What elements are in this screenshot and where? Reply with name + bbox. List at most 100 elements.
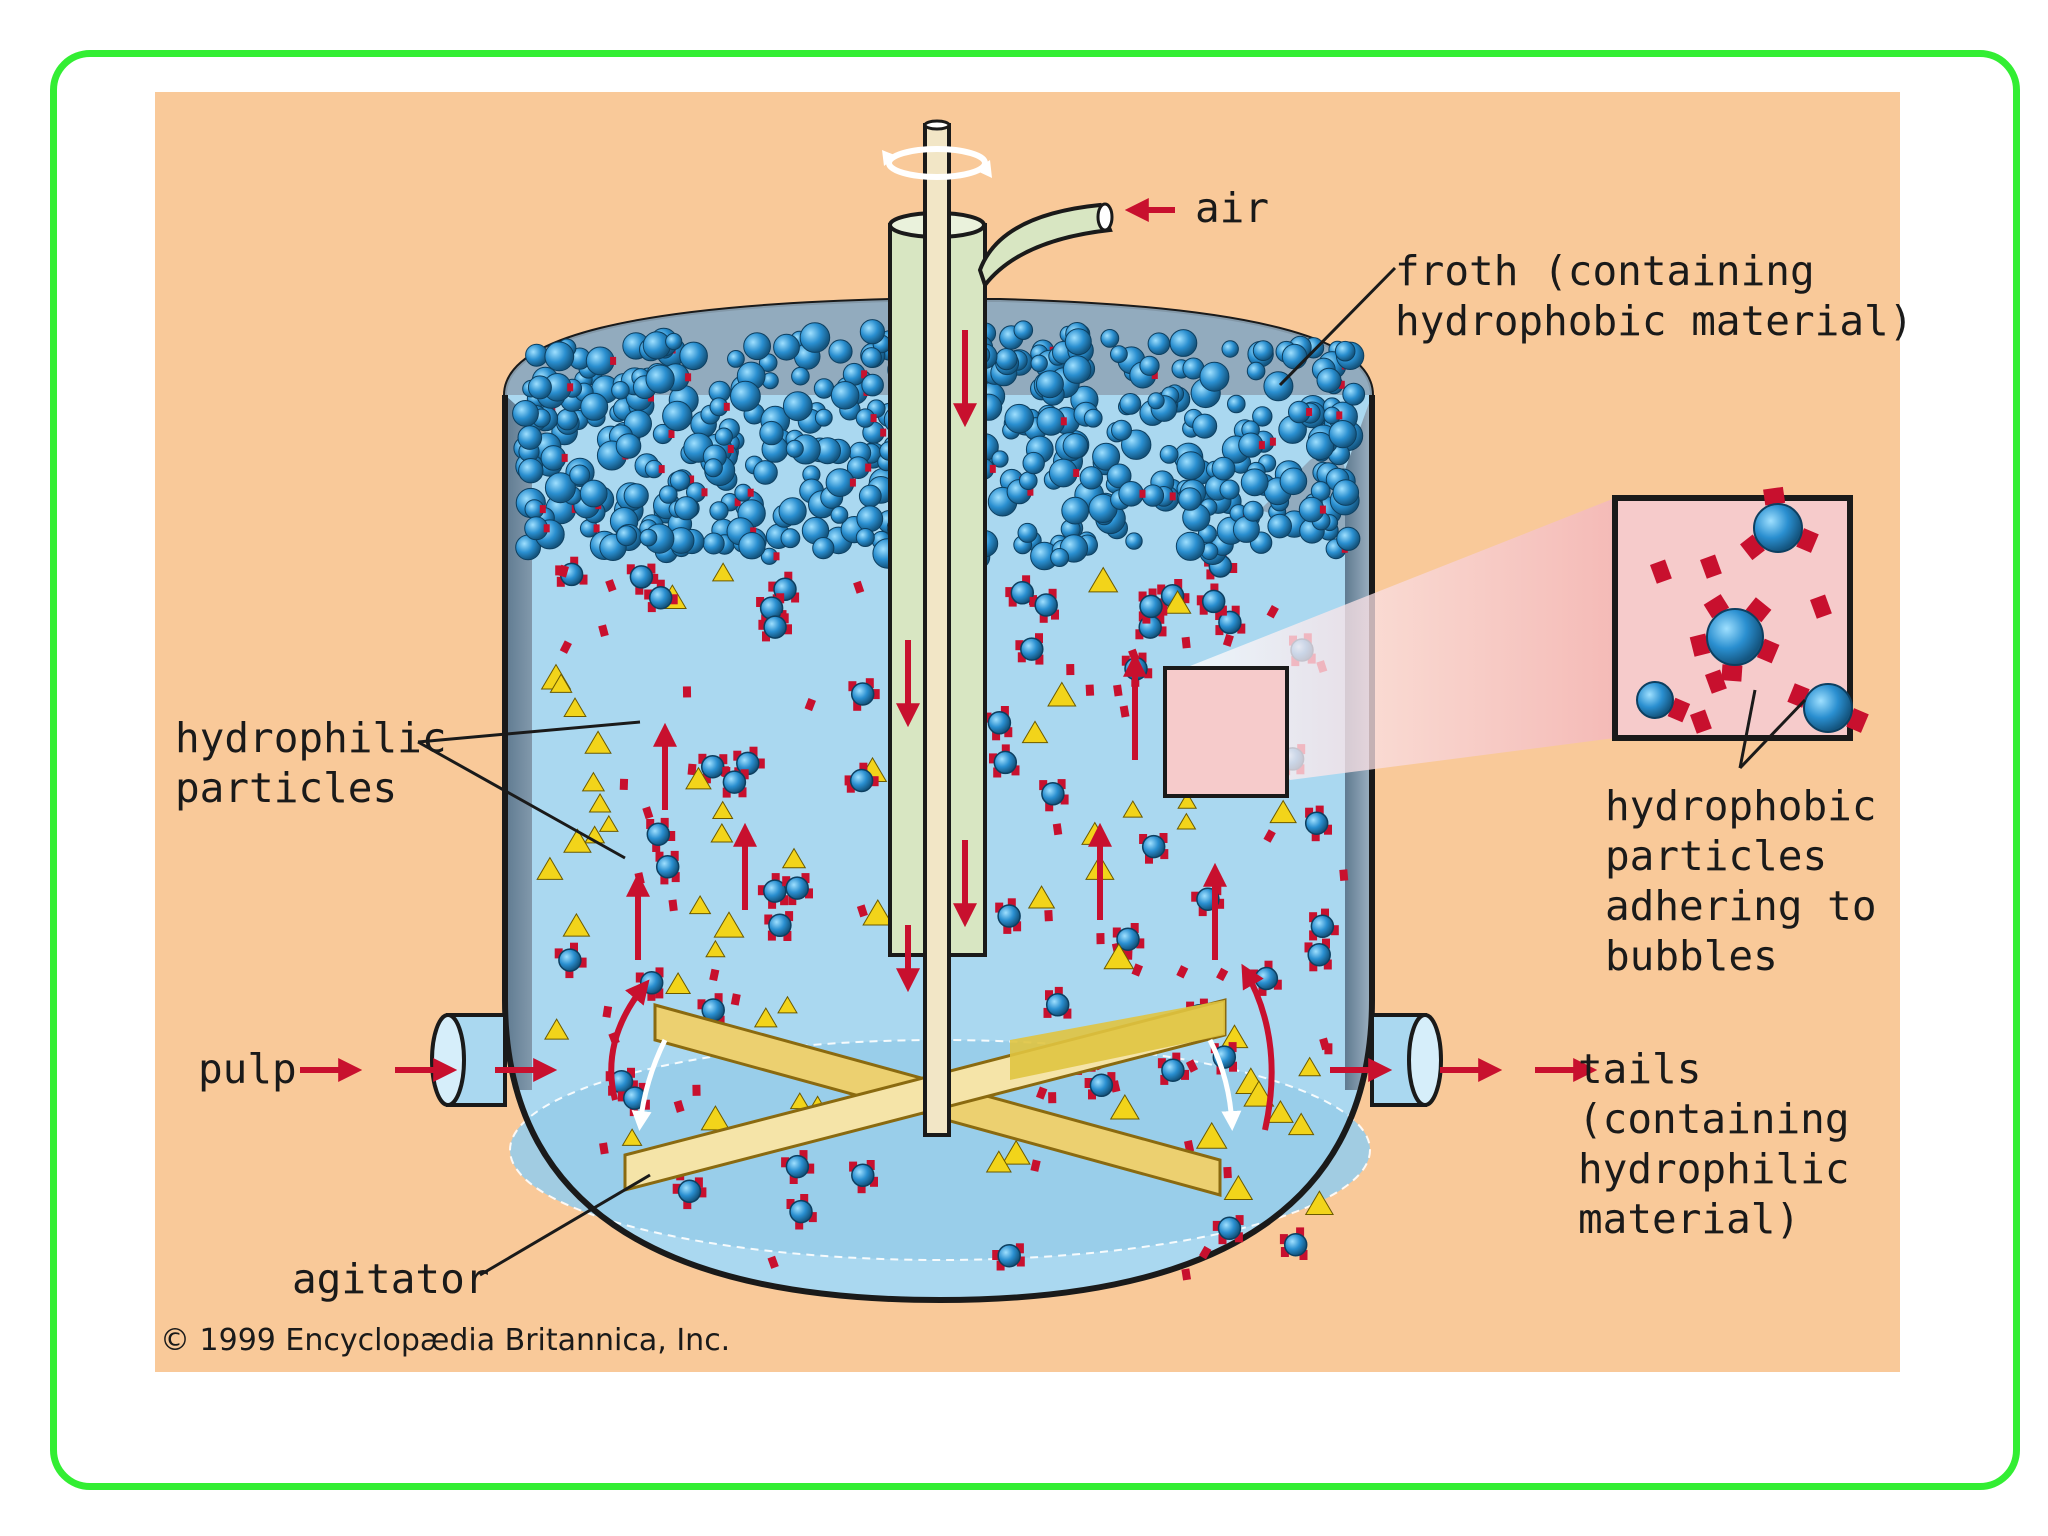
froth-particle — [1319, 505, 1326, 514]
leader-lines — [417, 266, 1807, 1277]
hydrophobic-particle — [856, 904, 868, 918]
froth-particle — [723, 402, 730, 411]
froth-bubble — [1092, 442, 1121, 471]
froth-bubble — [1199, 361, 1230, 392]
outlet-pipe — [1370, 1013, 1443, 1107]
froth-bubble — [1062, 355, 1092, 384]
froth-bubble — [785, 439, 804, 458]
label-air: air — [1195, 184, 1269, 232]
froth-bubble — [727, 350, 745, 368]
hydrophobic-particle — [1266, 605, 1279, 619]
hydrophobic-particle — [853, 580, 865, 594]
froth-particle — [1169, 492, 1176, 501]
froth-particle — [880, 428, 887, 437]
hydrophobic-particle — [1319, 1037, 1330, 1051]
hydrophobic-particle — [709, 968, 720, 982]
froth-bubble — [861, 347, 882, 368]
zoom-particle — [1700, 554, 1722, 579]
froth-bubble — [1211, 456, 1236, 481]
froth-bubble — [1316, 367, 1342, 393]
froth-particle — [1151, 371, 1158, 379]
hydrophilic-particle — [1176, 812, 1197, 830]
hydrophobic-particle — [1066, 663, 1075, 676]
froth-bubble — [512, 400, 539, 427]
froth-bubble — [1306, 431, 1335, 461]
bubble-with-particles — [992, 1243, 1025, 1271]
hydrophilic-particle — [1298, 1056, 1322, 1077]
froth-bubble — [859, 319, 886, 345]
hydrophilic-particle — [1177, 791, 1198, 809]
hydrophilic-particle — [705, 939, 726, 958]
froth-bubble — [1310, 481, 1331, 501]
hydrophobic-particle — [682, 686, 692, 698]
hydrophilic-particle — [563, 697, 587, 718]
froth-bubble — [569, 464, 591, 486]
bubble-with-particles — [1084, 1072, 1119, 1100]
froth-bubble — [830, 506, 849, 524]
hydrophilic-particle — [711, 800, 734, 819]
froth-bubble — [702, 532, 725, 555]
hydrophilic-particle — [563, 828, 592, 853]
zoom-particle — [1650, 559, 1672, 584]
bubble-with-particles — [844, 762, 879, 793]
froth-bubble — [639, 528, 658, 547]
froth-bubble — [828, 339, 853, 364]
bubble-with-particles — [1212, 1215, 1244, 1245]
froth-particle — [1338, 380, 1345, 389]
hydrophilic-particle — [1103, 943, 1135, 970]
copyright-notice: © 1999 Encyclopædia Britannica, Inc. — [160, 1323, 730, 1358]
froth-bubble — [615, 433, 642, 459]
hydrophobic-particle — [1176, 965, 1189, 979]
bubble-with-particles — [1304, 805, 1332, 842]
bubble-with-particles — [1139, 833, 1169, 864]
hydrophobic-particle — [1324, 1043, 1333, 1055]
froth-bubble — [1159, 445, 1179, 464]
zoom-particle — [1690, 709, 1712, 734]
hydrophilic-particle — [1001, 1139, 1031, 1165]
froth-bubble — [525, 343, 549, 367]
froth-bubble — [1175, 531, 1206, 561]
hydrophilic-particle — [1266, 1099, 1294, 1123]
hydrophobic-particle — [1030, 1159, 1041, 1172]
hydrophilic-particle — [1021, 720, 1049, 744]
hydrophobic-particle — [559, 640, 572, 654]
hydrophobic-particle — [1223, 1166, 1232, 1179]
hydrophobic-particle — [558, 564, 569, 578]
hydrophilic-particle — [700, 1105, 731, 1131]
froth-particle — [658, 465, 665, 474]
froth-particle — [648, 393, 654, 402]
bubble-with-particles — [626, 563, 659, 595]
froth-bubble — [743, 332, 771, 361]
froth-particle — [734, 498, 741, 507]
froth-particle — [1258, 441, 1265, 450]
label-agitator: agitator — [292, 1255, 489, 1303]
bubble-with-particles — [1304, 938, 1332, 972]
froth-particle — [989, 464, 996, 473]
froth-bubble — [1252, 340, 1274, 362]
froth-bubble — [674, 496, 699, 521]
hydrophobic-particle — [1131, 963, 1144, 977]
froth-bubble — [1176, 451, 1206, 481]
froth-particle — [1269, 437, 1276, 446]
froth-bubble — [703, 458, 723, 478]
hydrophobic-particle — [599, 1142, 609, 1155]
hydrophilic-particle — [685, 766, 712, 790]
hydrophilic-particle — [1122, 800, 1144, 818]
froth-particle — [1336, 411, 1343, 420]
froth-bubble — [1050, 548, 1070, 567]
froth-bubble — [813, 378, 835, 399]
label-hydrophilic-1: hydrophilic — [175, 714, 447, 762]
froth-bubble — [780, 528, 801, 549]
hydrophilic-particle — [598, 814, 619, 832]
hydrophobic-particle — [642, 806, 654, 820]
froth-bubble — [544, 472, 576, 504]
label-pulp: pulp — [198, 1045, 297, 1093]
hydrophobic-particle — [1085, 684, 1095, 696]
zoom-bubble-cluster — [1787, 683, 1869, 733]
hydrophilic-particle — [711, 562, 735, 582]
zoom-particle — [1705, 669, 1727, 694]
hydrophilic-particle — [777, 995, 798, 1014]
froth-bubble — [1342, 382, 1366, 406]
zoom-bubble-cluster — [1636, 681, 1691, 723]
froth-particle — [610, 356, 617, 365]
